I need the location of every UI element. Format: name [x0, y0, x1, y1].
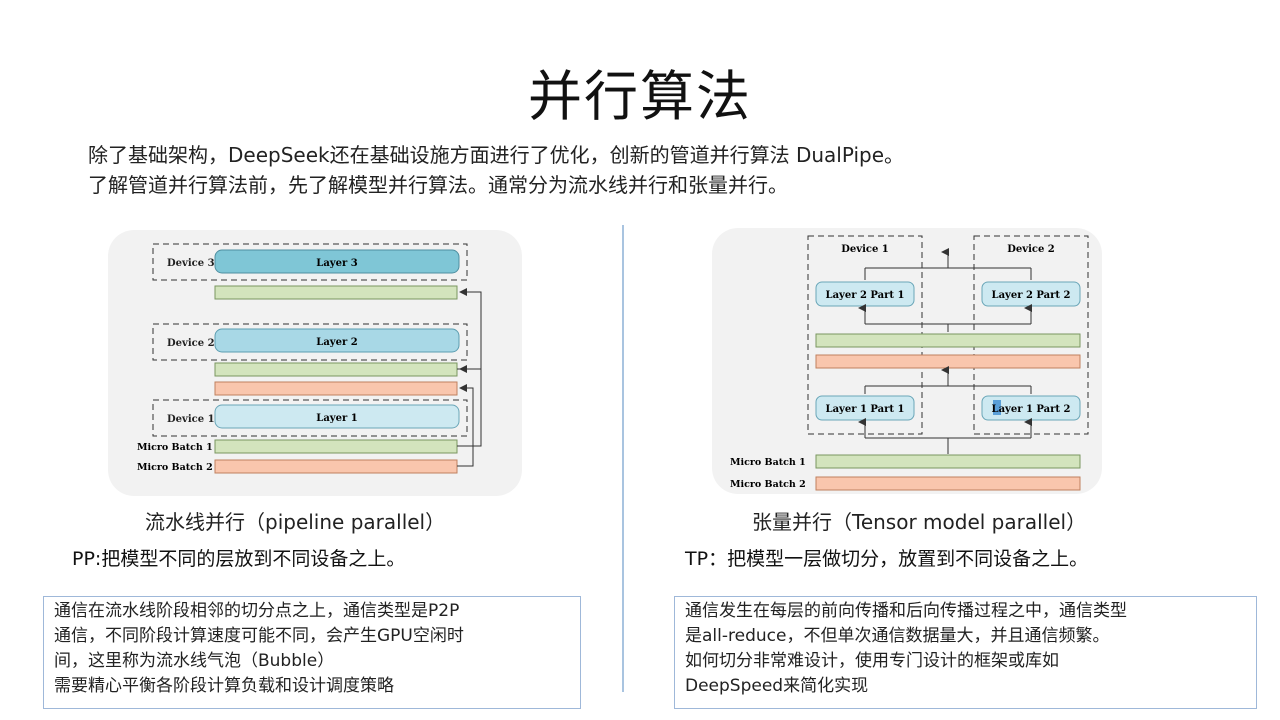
tp-micro-batch2-bar	[815, 476, 1081, 491]
layer1-part1-label: Layer 1 Part 1	[826, 404, 905, 415]
section-divider	[622, 225, 624, 692]
layer2-orange-bar	[214, 381, 458, 396]
pipeline-note-line-4: 需要精心平衡各阶段计算负载和设计调度策略	[54, 676, 394, 696]
tp-middle-green-bar	[815, 333, 1081, 348]
device2-dashed-box	[152, 323, 468, 361]
tp-micro-batch1-bar	[815, 454, 1081, 469]
device3-dashed-box	[152, 243, 468, 281]
layer2-label: Layer 2	[316, 337, 357, 348]
pipeline-description: PP:把模型不同的层放到不同设备之上。	[72, 548, 406, 570]
tp-micro-batch2-label: Micro Batch 2	[730, 479, 806, 490]
tensor-note-box: 通信发生在每层的前向传播和后向传播过程之中，通信类型 是all-reduce，不…	[674, 596, 1257, 709]
layer1-part2-label: Layer 1 Part 2	[992, 404, 1071, 415]
arrow-layer2-to-layer3	[457, 288, 482, 370]
layer3-block	[214, 249, 460, 274]
tensor-note-line-4: DeepSpeed来简化实现	[685, 676, 869, 696]
micro-batch2-label: Micro Batch 2	[137, 462, 213, 473]
tensor-note-line-1: 通信发生在每层的前向传播和后向传播过程之中，通信类型	[685, 601, 1127, 621]
layer2-part2-label: Layer 2 Part 2	[992, 290, 1071, 301]
tensor-note-line-3: 如何切分非常难设计，使用专门设计的框架或库如	[685, 651, 1059, 671]
pipeline-note-box: 通信在流水线阶段相邻的切分点之上，通信类型是P2P 通信，不同阶段计算速度可能不…	[43, 596, 581, 709]
layer2-block	[214, 328, 460, 353]
tp-device1-label: Device 1	[841, 244, 889, 255]
micro-batch2-bar	[214, 459, 458, 474]
layer3-green-bar	[214, 285, 458, 300]
intro-line-1: 除了基础架构，DeepSeek还在基础设施方面进行了优化，创新的管道并行算法 D…	[88, 143, 905, 167]
layer2-green-bar	[214, 362, 458, 377]
tp-middle-orange-bar	[815, 354, 1081, 369]
page-title: 并行算法	[528, 65, 752, 128]
tp-device2-label: Device 2	[1007, 244, 1055, 255]
layer1-label: Layer 1	[316, 413, 357, 424]
tp-micro-batch1-label: Micro Batch 1	[730, 457, 806, 468]
arrow-mb2-to-layer2	[457, 384, 474, 467]
pipeline-note-line-2: 通信，不同阶段计算速度可能不同，会产生GPU空闲时	[54, 626, 464, 646]
layer1-block	[214, 404, 460, 429]
device1-dashed-box	[152, 399, 468, 437]
layer2-part1-label: Layer 2 Part 1	[826, 290, 905, 301]
text-cursor-highlight	[993, 400, 1001, 415]
tensor-note-line-2: 是all-reduce，不但单次通信数据量大，并且通信频繁。	[685, 626, 1110, 646]
tensor-caption: 张量并行（Tensor model parallel）	[752, 510, 1087, 534]
device2-label: Device 2	[167, 338, 215, 349]
intro-text: 除了基础架构，DeepSeek还在基础设施方面进行了优化，创新的管道并行算法 D…	[88, 140, 904, 200]
pipeline-parallel-diagram: Device 3 Layer 3 Device 2 Layer 2 Device…	[108, 230, 522, 496]
tp-connector-lines	[858, 248, 1032, 454]
micro-batch1-label: Micro Batch 1	[137, 442, 213, 453]
pipeline-caption: 流水线并行（pipeline parallel）	[145, 510, 446, 534]
tensor-description: TP：把模型一层做切分，放置到不同设备之上。	[685, 548, 1089, 570]
micro-batch1-bar	[214, 439, 458, 454]
intro-line-2: 了解管道并行算法前，先了解模型并行算法。通常分为流水线并行和张量并行。	[88, 173, 788, 197]
device3-label: Device 3	[167, 258, 215, 269]
layer3-label: Layer 3	[316, 258, 357, 269]
pipeline-note-line-1: 通信在流水线阶段相邻的切分点之上，通信类型是P2P	[54, 601, 460, 621]
tensor-parallel-diagram: Device 1 Device 2 Layer 2 Part 1 Layer 2…	[712, 228, 1102, 494]
pipeline-note-line-3: 间，这里称为流水线气泡（Bubble）	[54, 651, 335, 671]
device1-label: Device 1	[167, 414, 215, 425]
